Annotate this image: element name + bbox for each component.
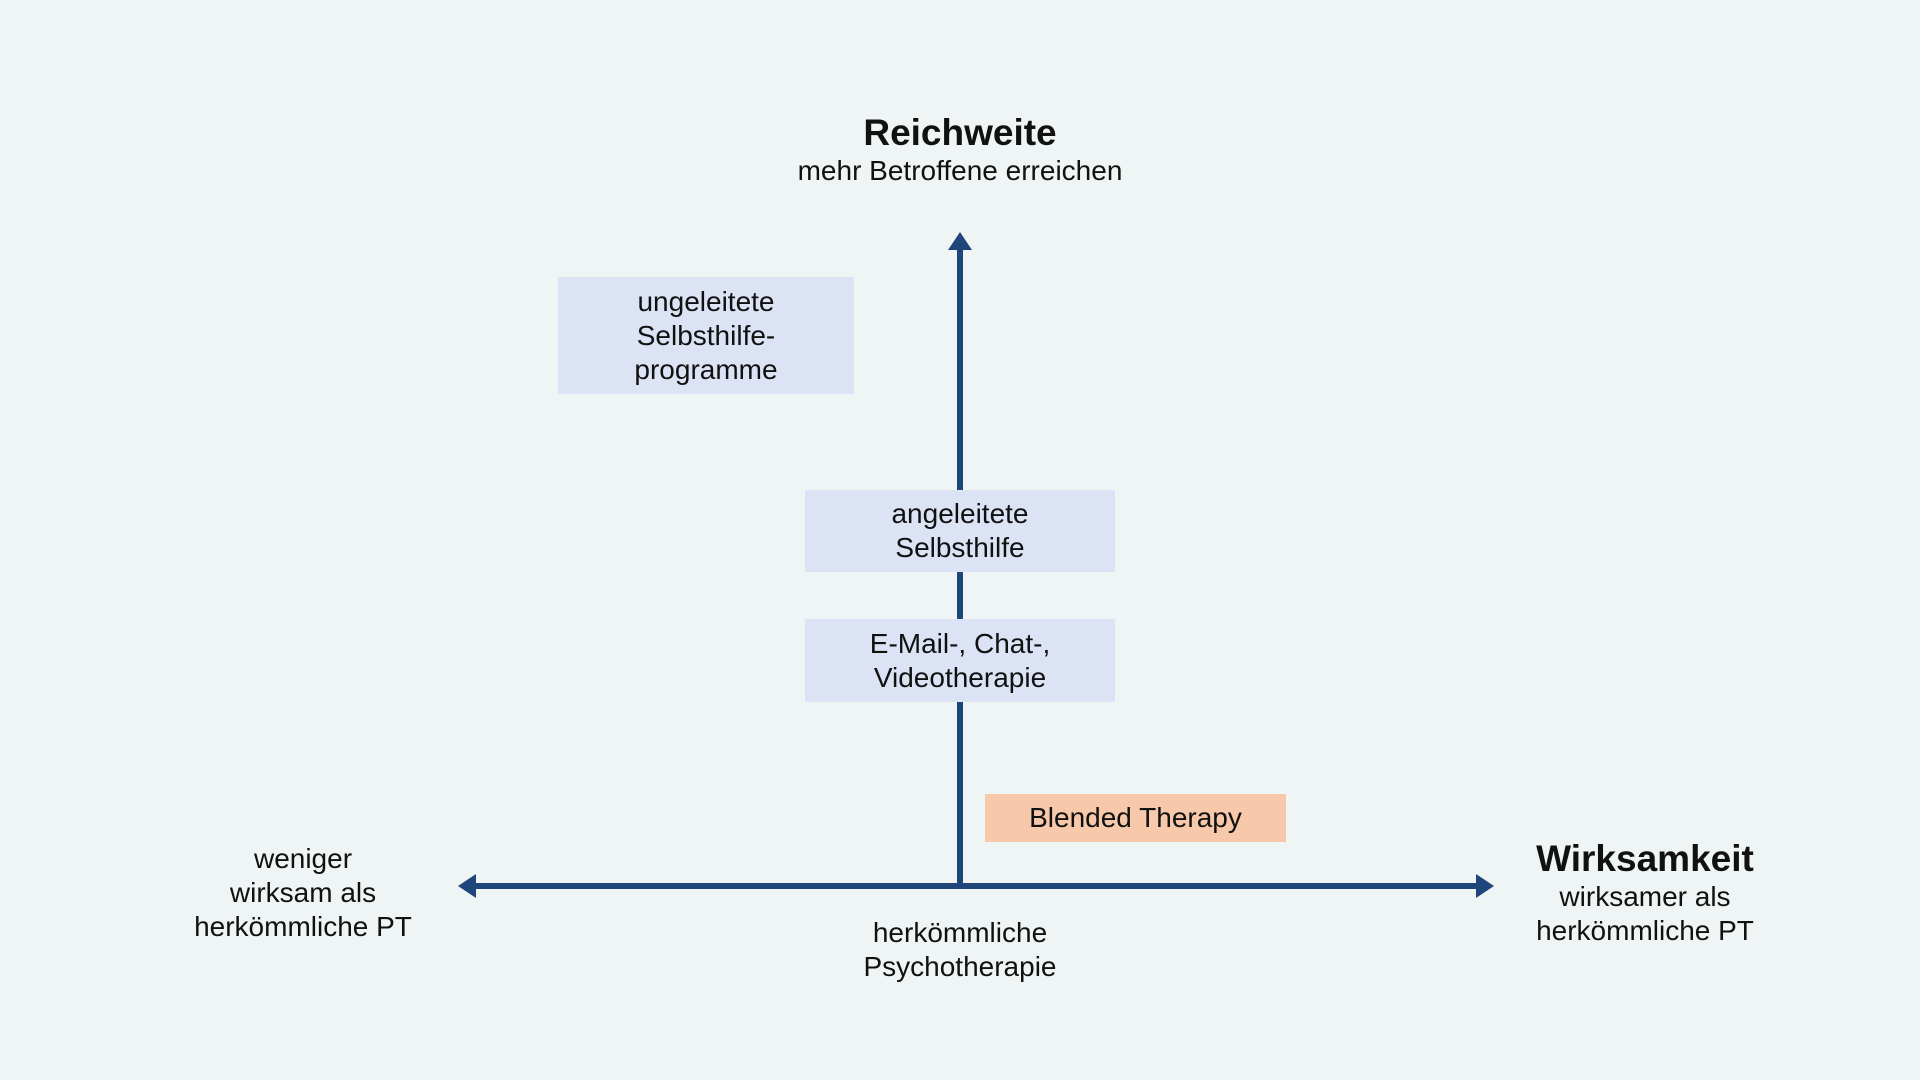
box-angeleitete-selbsthilfe: angeleitete Selbsthilfe — [805, 490, 1115, 572]
left-label-line-2: wirksam als — [229, 877, 377, 908]
box-angeleitete-line-2: Selbsthilfe — [895, 532, 1025, 563]
origin-label-line-2: Psychotherapie — [863, 951, 1057, 982]
box-email-line-1: E-Mail-, Chat-, — [869, 627, 1051, 659]
box-ungeleitete-selbsthilfeprogramme: ungeleitete Selbsthilfe- programme — [558, 277, 854, 394]
horizontal-axis-right-label-line-1: wirksamer als — [1559, 881, 1731, 912]
horizontal-axis-left-label: weniger wirksam als herkömmliche PT — [165, 842, 441, 944]
horizontal-axis-title: Wirksamkeit — [1536, 838, 1754, 879]
box-email-chat-videotherapie: E-Mail-, Chat-, Videotherapie — [805, 619, 1115, 702]
box-ungeleitete-line-3: programme — [634, 353, 778, 385]
box-ungeleitete-line-1: ungeleitete — [637, 285, 775, 317]
vertical-axis-arrowhead — [948, 232, 972, 250]
origin-label: herkömmliche Psychotherapie — [810, 916, 1110, 984]
left-label-line-1: weniger — [253, 843, 353, 874]
vertical-axis-title: Reichweite — [863, 112, 1057, 153]
horizontal-axis-right-arrowhead — [1476, 874, 1494, 898]
horizontal-axis-title-block: Wirksamkeit wirksamer als herkömmliche P… — [1500, 838, 1790, 948]
horizontal-axis-right-label-line-2: herkömmliche PT — [1536, 915, 1754, 946]
box-ungeleitete-line-2: Selbsthilfe- — [636, 319, 776, 351]
origin-label-line-1: herkömmliche — [872, 917, 1048, 948]
box-blended-therapy: Blended Therapy — [985, 794, 1286, 842]
vertical-axis-title-block: Reichweite mehr Betroffene erreichen — [710, 112, 1210, 188]
box-angeleitete-line-1: angeleitete — [891, 498, 1029, 529]
vertical-axis-subtitle: mehr Betroffene erreichen — [797, 155, 1123, 186]
box-blended-line-1: Blended Therapy — [1029, 802, 1242, 833]
horizontal-axis-left-arrowhead — [458, 874, 476, 898]
left-label-line-3: herkömmliche PT — [194, 911, 412, 942]
box-email-line-2: Videotherapie — [873, 661, 1047, 693]
